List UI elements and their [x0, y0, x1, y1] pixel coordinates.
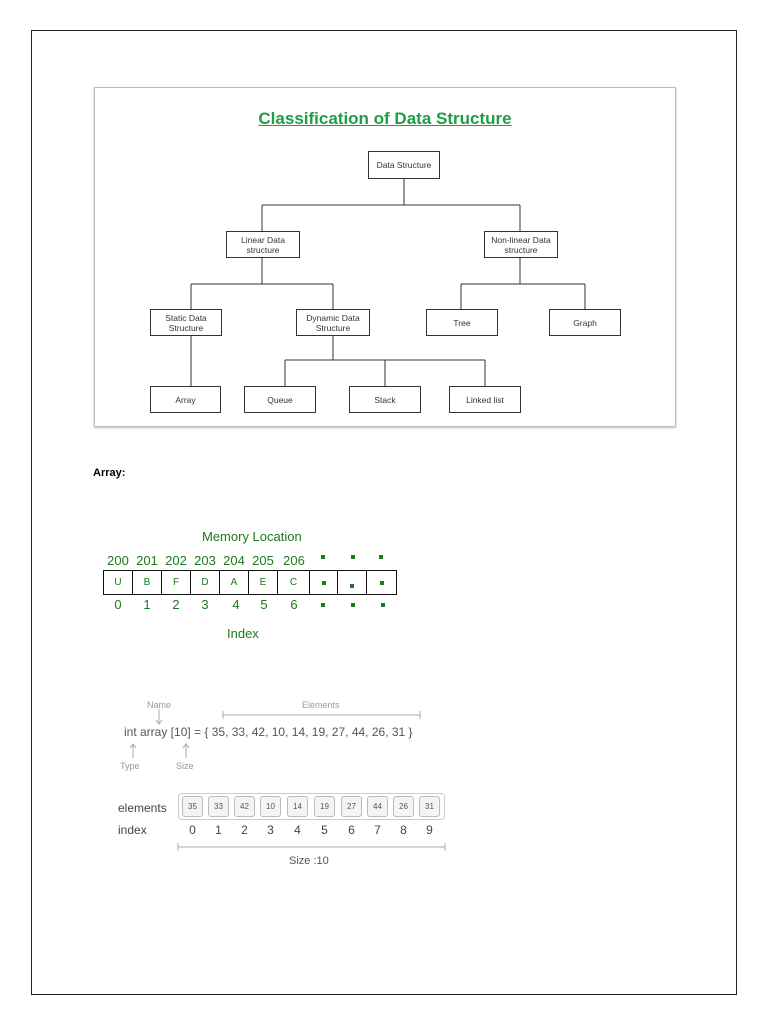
index-label: 1 — [143, 597, 151, 612]
address-label: 203 — [194, 553, 216, 568]
classification-diagram: Classification of Data Structure Data St… — [94, 87, 676, 427]
declaration-annotations — [129, 709, 446, 851]
diagram-title: Classification of Data Structure — [258, 109, 512, 128]
ellipsis-dot — [321, 603, 325, 607]
page-border — [31, 30, 737, 995]
memory-cell: U — [103, 570, 133, 595]
index-number: 2 — [241, 823, 248, 837]
ellipsis-dot — [350, 583, 354, 588]
index-number: 0 — [189, 823, 196, 837]
node-linked-list: Linked list — [449, 386, 521, 413]
element-box: 31 — [419, 796, 440, 817]
element-box: 19 — [314, 796, 335, 817]
element-box: 35 — [182, 796, 203, 817]
index-row-label: index — [118, 823, 147, 837]
size-caption: Size :10 — [289, 855, 329, 867]
element-box: 44 — [367, 796, 388, 817]
index-label: 6 — [290, 597, 298, 612]
memory-cell-empty — [309, 570, 338, 595]
memory-cell: A — [219, 570, 249, 595]
section-heading: Array: — [93, 467, 126, 479]
index-title: Index — [227, 626, 259, 641]
ellipsis-dot — [379, 580, 384, 585]
array-declaration-code: int array [10] = { 35, 33, 42, 10, 14, 1… — [124, 725, 413, 739]
index-label: 4 — [232, 597, 240, 612]
size-annotation: Size — [176, 761, 194, 771]
element-box: 42 — [234, 796, 255, 817]
index-label: 2 — [172, 597, 180, 612]
index-number: 8 — [400, 823, 407, 837]
address-label: 206 — [283, 553, 305, 568]
ellipsis-dot — [321, 555, 325, 559]
index-number: 9 — [426, 823, 433, 837]
node-nonlinear: Non-linear Data structure — [484, 231, 558, 258]
memory-cell: C — [277, 570, 310, 595]
node-array: Array — [150, 386, 221, 413]
diagram-connectors — [190, 179, 586, 386]
elements-annotation: Elements — [302, 700, 340, 710]
memory-cell: E — [248, 570, 278, 595]
element-box: 14 — [287, 796, 308, 817]
index-number: 4 — [294, 823, 301, 837]
element-box: 27 — [341, 796, 362, 817]
name-annotation: Name — [147, 700, 172, 710]
ellipsis-dot — [351, 603, 355, 607]
memory-cell-empty — [337, 570, 367, 595]
address-label: 200 — [107, 553, 129, 568]
node-queue: Queue — [244, 386, 316, 413]
address-label: 204 — [223, 553, 245, 568]
element-box: 26 — [393, 796, 414, 817]
memory-location-title: Memory Location — [202, 529, 302, 544]
index-number: 1 — [215, 823, 222, 837]
memory-cell: D — [190, 570, 220, 595]
index-label: 5 — [260, 597, 268, 612]
index-number: 5 — [321, 823, 328, 837]
index-number: 6 — [348, 823, 355, 837]
ellipsis-dot — [379, 555, 383, 559]
node-tree: Tree — [426, 309, 498, 336]
memory-cell: F — [161, 570, 191, 595]
node-data-structure: Data Structure — [368, 151, 440, 179]
address-label: 201 — [136, 553, 158, 568]
ellipsis-dot — [351, 555, 355, 559]
node-dynamic: Dynamic Data Structure — [296, 309, 370, 336]
address-label: 205 — [252, 553, 274, 568]
element-box: 33 — [208, 796, 229, 817]
index-label: 0 — [114, 597, 122, 612]
ellipsis-dot — [321, 580, 326, 585]
node-linear: Linear Data structure — [226, 231, 300, 258]
index-label: 3 — [201, 597, 209, 612]
node-graph: Graph — [549, 309, 621, 336]
node-stack: Stack — [349, 386, 421, 413]
memory-cell-empty — [366, 570, 397, 595]
elements-row-label: elements — [118, 801, 167, 815]
elements-strip — [178, 793, 445, 820]
memory-cell: B — [132, 570, 162, 595]
type-annotation: Type — [120, 761, 140, 771]
index-number: 7 — [374, 823, 381, 837]
index-number: 3 — [267, 823, 274, 837]
ellipsis-dot — [381, 603, 385, 607]
address-label: 202 — [165, 553, 187, 568]
element-box: 10 — [260, 796, 281, 817]
node-static: Static Data Structure — [150, 309, 222, 336]
